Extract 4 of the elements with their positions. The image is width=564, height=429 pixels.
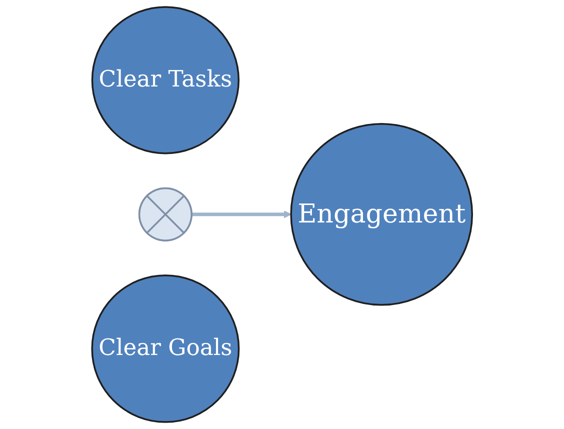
node-circle: Engagement	[290, 122, 473, 306]
node-circle: Clear Goals	[91, 274, 240, 423]
node-circle: Clear Tasks	[91, 6, 240, 154]
arrow	[191, 210, 292, 218]
